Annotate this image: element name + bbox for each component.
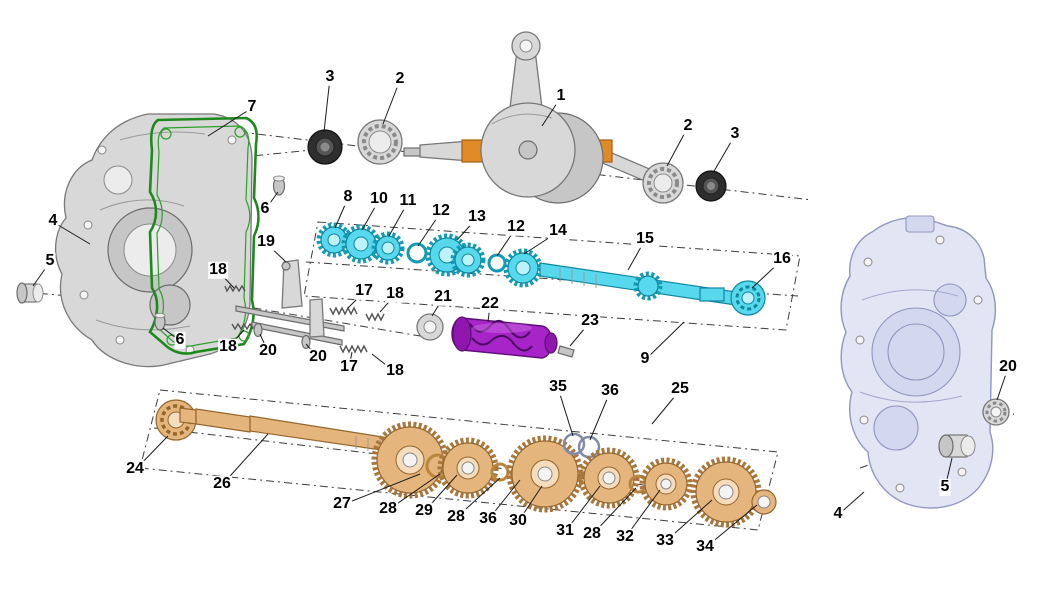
shift-drum	[451, 316, 558, 359]
callout-number: 14	[548, 221, 568, 240]
callout-number: 18	[385, 284, 405, 303]
callout-number: 18	[385, 361, 405, 380]
callout-number: 36	[478, 509, 498, 528]
callout-number: 34	[695, 537, 715, 556]
callout-number: 3	[324, 67, 336, 86]
dowel-pin	[154, 175, 286, 331]
callout-number: 26	[212, 474, 232, 493]
callout-number: 7	[246, 97, 258, 116]
callout-number: 31	[555, 521, 575, 540]
callout-number: 9	[639, 349, 651, 368]
callout-number: 28	[582, 524, 602, 543]
callout-number: 28	[378, 499, 398, 518]
callout-number: 16	[772, 249, 792, 268]
drum-pin	[557, 345, 575, 358]
callout-number: 17	[354, 281, 374, 300]
callout-number: 13	[467, 207, 487, 226]
callout-number: 20	[258, 341, 278, 360]
callout-number: 20	[308, 347, 328, 366]
callout-number: 11	[398, 191, 418, 210]
callout-number: 12	[431, 201, 451, 220]
callout-number: 24	[125, 459, 145, 478]
callout-number: 2	[394, 69, 406, 88]
callout-number: 4	[47, 211, 59, 230]
callout-number: 23	[580, 311, 600, 330]
thrust-washer	[416, 313, 444, 341]
callout-number: 30	[508, 511, 528, 530]
callout-number: 6	[259, 199, 271, 218]
callout-number: 32	[615, 527, 635, 546]
callout-number: 10	[369, 189, 389, 208]
callout-number: 25	[670, 379, 690, 398]
callout-number: 18	[218, 337, 238, 356]
callout-number: 35	[548, 377, 568, 396]
callout-number: 17	[339, 357, 359, 376]
callout-number: 1	[555, 86, 567, 105]
callout-number: 5	[44, 251, 56, 270]
callout-number: 22	[480, 294, 500, 313]
callout-number: 6	[174, 330, 186, 349]
callout-number: 21	[433, 287, 453, 306]
callout-number: 2	[682, 116, 694, 135]
callout-number: 36	[600, 381, 620, 400]
callout-number: 15	[635, 229, 655, 248]
crankshaft-assembly	[403, 31, 669, 204]
callout-number: 33	[655, 531, 675, 550]
callout-number: 28	[446, 507, 466, 526]
main-bearing	[357, 119, 684, 204]
callout-number: 20	[998, 357, 1018, 376]
shift-fork-assembly	[224, 259, 385, 354]
right-bearing	[982, 398, 1010, 426]
callout-number: 19	[256, 232, 276, 251]
right-case-plug	[938, 434, 976, 458]
callout-number: 29	[414, 501, 434, 520]
callout-number: 18	[208, 260, 228, 279]
left-case-plug	[16, 282, 44, 304]
input-shaft-gear-train	[316, 222, 766, 316]
callout-number: 12	[506, 217, 526, 236]
callout-number: 5	[939, 477, 951, 496]
callout-number: 27	[332, 494, 352, 513]
oil-seal	[307, 129, 727, 202]
callout-number: 3	[729, 124, 741, 143]
callout-number: 8	[342, 187, 354, 206]
callout-number: 4	[832, 504, 844, 523]
